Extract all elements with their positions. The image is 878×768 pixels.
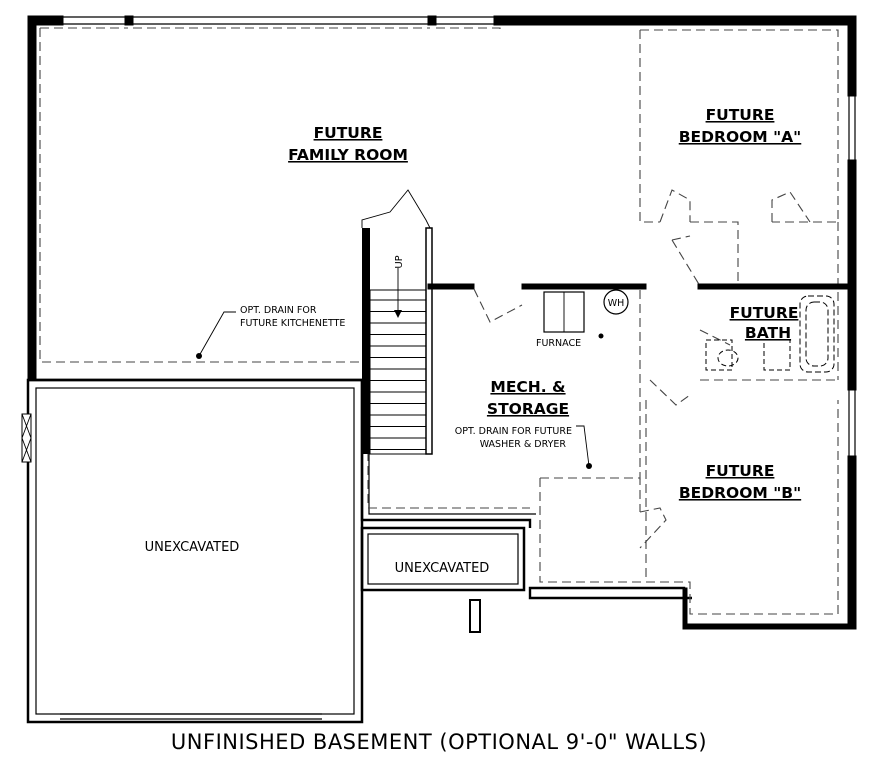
drain-leaders xyxy=(196,311,592,469)
unexcavated-large-label: UNEXCAVATED xyxy=(145,540,240,555)
unexcavated-small-label: UNEXCAVATED xyxy=(395,561,490,576)
bath-label-2: BATH xyxy=(745,324,791,342)
kitchenette-drain-note-2: FUTURE KITCHENETTE xyxy=(240,318,345,329)
mechanical-equipment xyxy=(543,289,629,339)
kitchenette-drain-note-1: OPT. DRAIN FOR xyxy=(240,305,317,316)
washer-drain-note-1: OPT. DRAIN FOR FUTURE xyxy=(455,426,572,437)
staircase: UP xyxy=(362,227,433,455)
interior-walls xyxy=(427,283,849,290)
water-heater-label: WH xyxy=(608,298,625,309)
mech-storage-label-2: STORAGE xyxy=(487,400,569,418)
bath-label-1: FUTURE xyxy=(730,304,799,322)
unexcavated-small-outline xyxy=(360,526,526,592)
washer-drain-note-2: WASHER & DRYER xyxy=(480,439,567,450)
mech-storage-label-1: MECH. & xyxy=(490,378,565,396)
stair-direction-label: UP xyxy=(394,255,405,268)
bath-fixtures xyxy=(705,295,835,373)
plan-caption: UNFINISHED BASEMENT (OPTIONAL 9'-0" WALL… xyxy=(170,730,708,754)
bedroom-a-label-2: BEDROOM "A" xyxy=(679,128,802,146)
exterior-walls xyxy=(27,15,857,630)
furnace-label: FURNACE xyxy=(536,338,581,349)
dashed-future-walls xyxy=(39,27,839,615)
doors xyxy=(361,189,811,549)
family-room-label-1: FUTURE xyxy=(314,124,383,142)
family-room-label-2: FAMILY ROOM xyxy=(288,146,408,164)
foundation-lines xyxy=(360,452,692,633)
bedroom-b-label-2: BEDROOM "B" xyxy=(679,484,801,502)
bedroom-a-label-1: FUTURE xyxy=(706,106,775,124)
bedroom-b-label-1: FUTURE xyxy=(706,462,775,480)
